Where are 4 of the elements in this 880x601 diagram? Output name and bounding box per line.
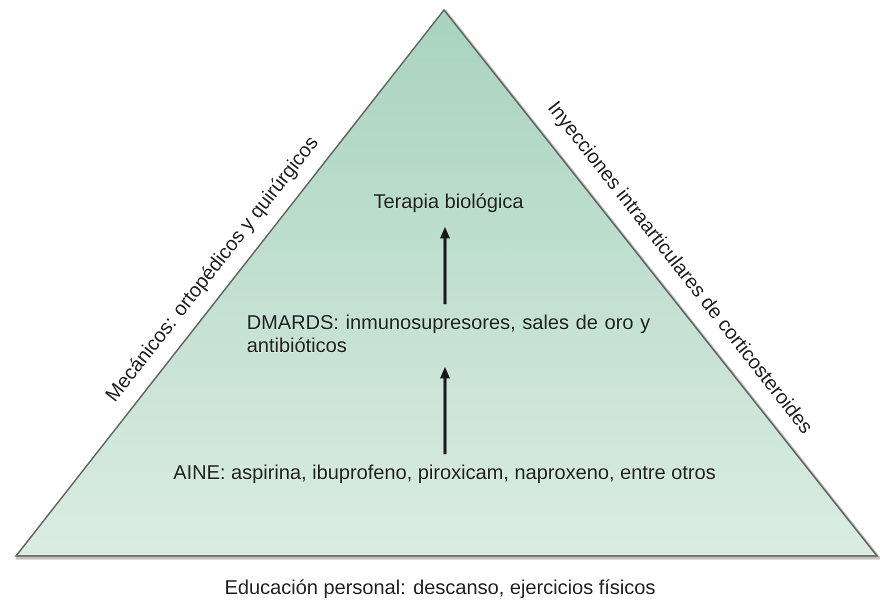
tier-text: DMARDS: inmunosupresores, sales de oro y antibióticos <box>248 314 650 352</box>
tier-text: AINE: aspirina, ibuprofeno, piroxicam, naproxeno, entre otros <box>173 464 715 484</box>
base-label: Educación personal: descanso, ejercicios físicos <box>226 579 655 598</box>
tier-text: Terapia biológica <box>374 193 524 212</box>
